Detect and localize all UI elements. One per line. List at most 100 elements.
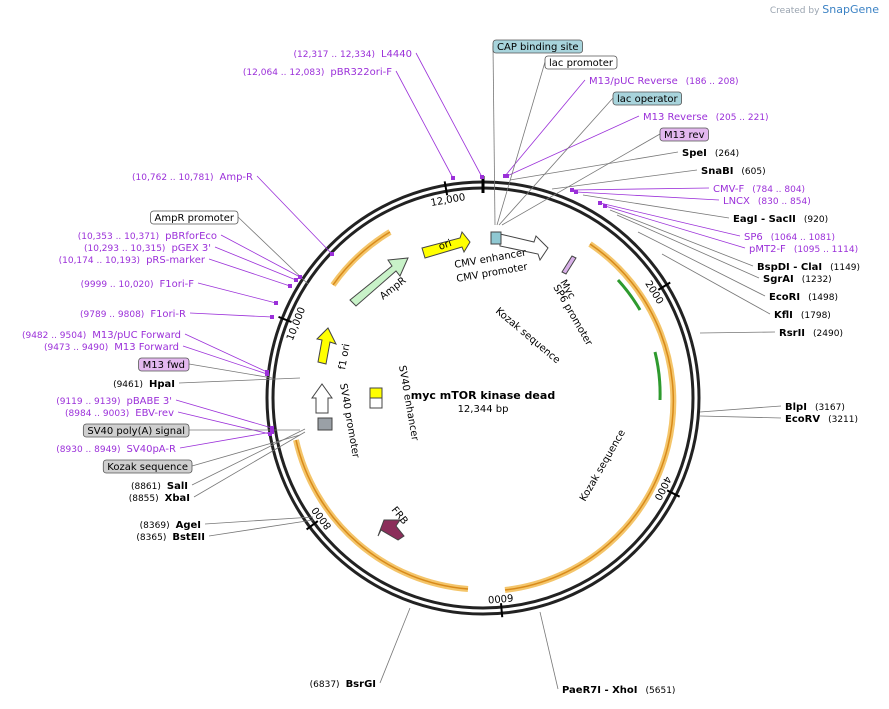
label-lacop-box [612, 91, 682, 106]
label-xbai[interactable]: XbaI [165, 493, 190, 504]
label-snabi-range: (605) [741, 167, 765, 177]
label-ecori[interactable]: EcoRI [769, 292, 800, 303]
label-pbabe[interactable]: pBABE 3' [126, 396, 172, 407]
primer-site-pbr322ori [451, 176, 455, 180]
label-prsmarker[interactable]: pRS-marker [146, 255, 206, 266]
label-cap[interactable]: CAP binding site [497, 42, 579, 53]
label-amprprom-box [150, 210, 239, 225]
callout-line-pbabe [175, 399, 273, 429]
feature-kozak-a-label: Kozak sequence [493, 306, 562, 366]
backbone-tick [305, 520, 319, 531]
cmv-enhancer-box[interactable] [490, 231, 502, 245]
label-pmt2f-range: (1095 .. 1114) [794, 245, 858, 255]
label-m13fwdbox[interactable]: M13 fwd [143, 360, 185, 371]
label-agei-range: (8369) [140, 521, 170, 531]
callout-line-bsrgi [379, 607, 411, 684]
callout-line-cap [492, 45, 496, 226]
callout-line-paer7i [539, 611, 559, 690]
label-eagi[interactable]: EagI - SacII [733, 214, 796, 225]
label-cmvf[interactable]: CMV-F [713, 184, 744, 195]
label-lacprom[interactable]: lac promoter [549, 58, 614, 69]
label-f1orir[interactable]: F1ori-R [150, 309, 186, 320]
myc-tag[interactable] [561, 255, 577, 275]
callout-line-f1orif [197, 282, 277, 304]
callout-line-sgrai [616, 214, 760, 279]
label-ecorv[interactable]: EcoRV [785, 414, 820, 425]
callout-line-bsteii [208, 519, 314, 537]
label-spei[interactable]: SpeI [682, 148, 707, 159]
label-paer7i[interactable]: PaeR7I - XhoI [562, 685, 638, 696]
primer-site-ampr [330, 252, 334, 256]
frb-arrow[interactable] [377, 519, 405, 541]
label-pmt2f[interactable]: pMT2-F [749, 244, 786, 255]
sv40-polya-box[interactable] [317, 417, 333, 431]
primer-site-m13pucf [265, 370, 269, 374]
label-kozak1-box [102, 459, 193, 474]
label-ebvrev[interactable]: EBV-rev [135, 408, 174, 419]
label-xbai-range: (8855) [129, 494, 159, 504]
label-sali[interactable]: SalI [167, 481, 188, 492]
label-agei[interactable]: AgeI [176, 520, 201, 531]
callout-line-kfli [661, 253, 771, 315]
primer-site-lncx [574, 190, 578, 194]
label-m13revbox[interactable]: M13 rev [664, 130, 705, 141]
label-pbrforeco[interactable]: pBRforEco [165, 231, 217, 242]
f1ori-arrow[interactable] [315, 327, 337, 365]
backbone-tick [278, 315, 292, 323]
label-bsteii[interactable]: BstEII [172, 532, 205, 543]
plasmid-size: 12,344 bp [458, 404, 509, 415]
label-bsrgi[interactable]: BsrGI [346, 679, 376, 690]
label-bspdi[interactable]: BspDI - ClaI [757, 262, 822, 273]
label-f1orif[interactable]: F1ori-F [160, 279, 195, 290]
callout-line-snabi [551, 169, 698, 190]
callout-line-sali [191, 428, 306, 486]
label-bspdi-range: (1149) [830, 263, 860, 273]
primer-site-f1orir [270, 315, 274, 319]
primer-site-l4440 [480, 175, 484, 179]
callout-line-hpai [178, 377, 301, 384]
callout-line-agei [204, 516, 314, 525]
label-m13fwd[interactable]: M13 Forward [114, 342, 179, 353]
callout-line-l4440 [415, 52, 483, 178]
label-sv40polya[interactable]: SV40 poly(A) signal [87, 426, 185, 437]
label-lacprom-box [544, 55, 618, 70]
label-pbabe-range: (9119 .. 9139) [56, 397, 120, 407]
callout-line-m13fwd [182, 345, 268, 375]
callout-line-pbr322ori [395, 70, 454, 179]
label-pgex3[interactable]: pGEX 3' [171, 243, 211, 254]
label-sp6-range: (1064 .. 1081) [771, 233, 835, 243]
sv40-enhancer-white[interactable] [369, 397, 383, 409]
label-sv40pa[interactable]: SV40pA-R [127, 444, 176, 455]
label-m13pucf[interactable]: M13/pUC Forward [92, 330, 181, 341]
label-ampr[interactable]: Amp-R [220, 172, 254, 183]
ori-arrow[interactable] [421, 230, 471, 259]
label-rsrii[interactable]: RsrII [779, 328, 805, 339]
label-hpai[interactable]: HpaI [149, 379, 175, 390]
label-lacop[interactable]: lac operator [617, 94, 678, 105]
label-blpi[interactable]: BlpI [785, 402, 807, 413]
label-lncx[interactable]: LNCX [723, 196, 750, 207]
feature-sv40-enhancer-label: SV40 enhancer [396, 365, 420, 443]
label-bsteii-range: (8365) [136, 533, 166, 543]
sv40-promoter-arrow[interactable] [311, 383, 333, 414]
label-sgrai[interactable]: SgrAI [763, 274, 794, 285]
label-l4440[interactable]: L4440 [381, 49, 412, 60]
label-amprprom[interactable]: AmpR promoter [155, 213, 235, 224]
label-kfli[interactable]: KflI [774, 310, 793, 321]
sv40-enhancer-yellow[interactable] [369, 387, 383, 399]
label-snabi[interactable]: SnaBI [701, 166, 733, 177]
label-m13puc[interactable]: M13/pUC Reverse [589, 76, 678, 87]
label-ecorv-range: (3211) [828, 415, 858, 425]
cmv-promoter-arrow[interactable] [499, 233, 549, 262]
callout-line-pgex3 [214, 246, 297, 281]
ampr-arrow[interactable] [349, 257, 409, 307]
callout-line-xbai [193, 431, 306, 498]
label-kozak1[interactable]: Kozak sequence [107, 462, 188, 473]
label-pbr322ori[interactable]: pBR322ori-F [330, 67, 392, 78]
label-m13rev[interactable]: M13 Reverse [643, 112, 708, 123]
backbone-tick [666, 489, 681, 498]
label-m13rev-range: (205 .. 221) [716, 113, 769, 123]
callout-line-lncx [575, 191, 720, 201]
backbone-tick [443, 181, 449, 196]
label-sp6[interactable]: SP6 [744, 232, 763, 243]
